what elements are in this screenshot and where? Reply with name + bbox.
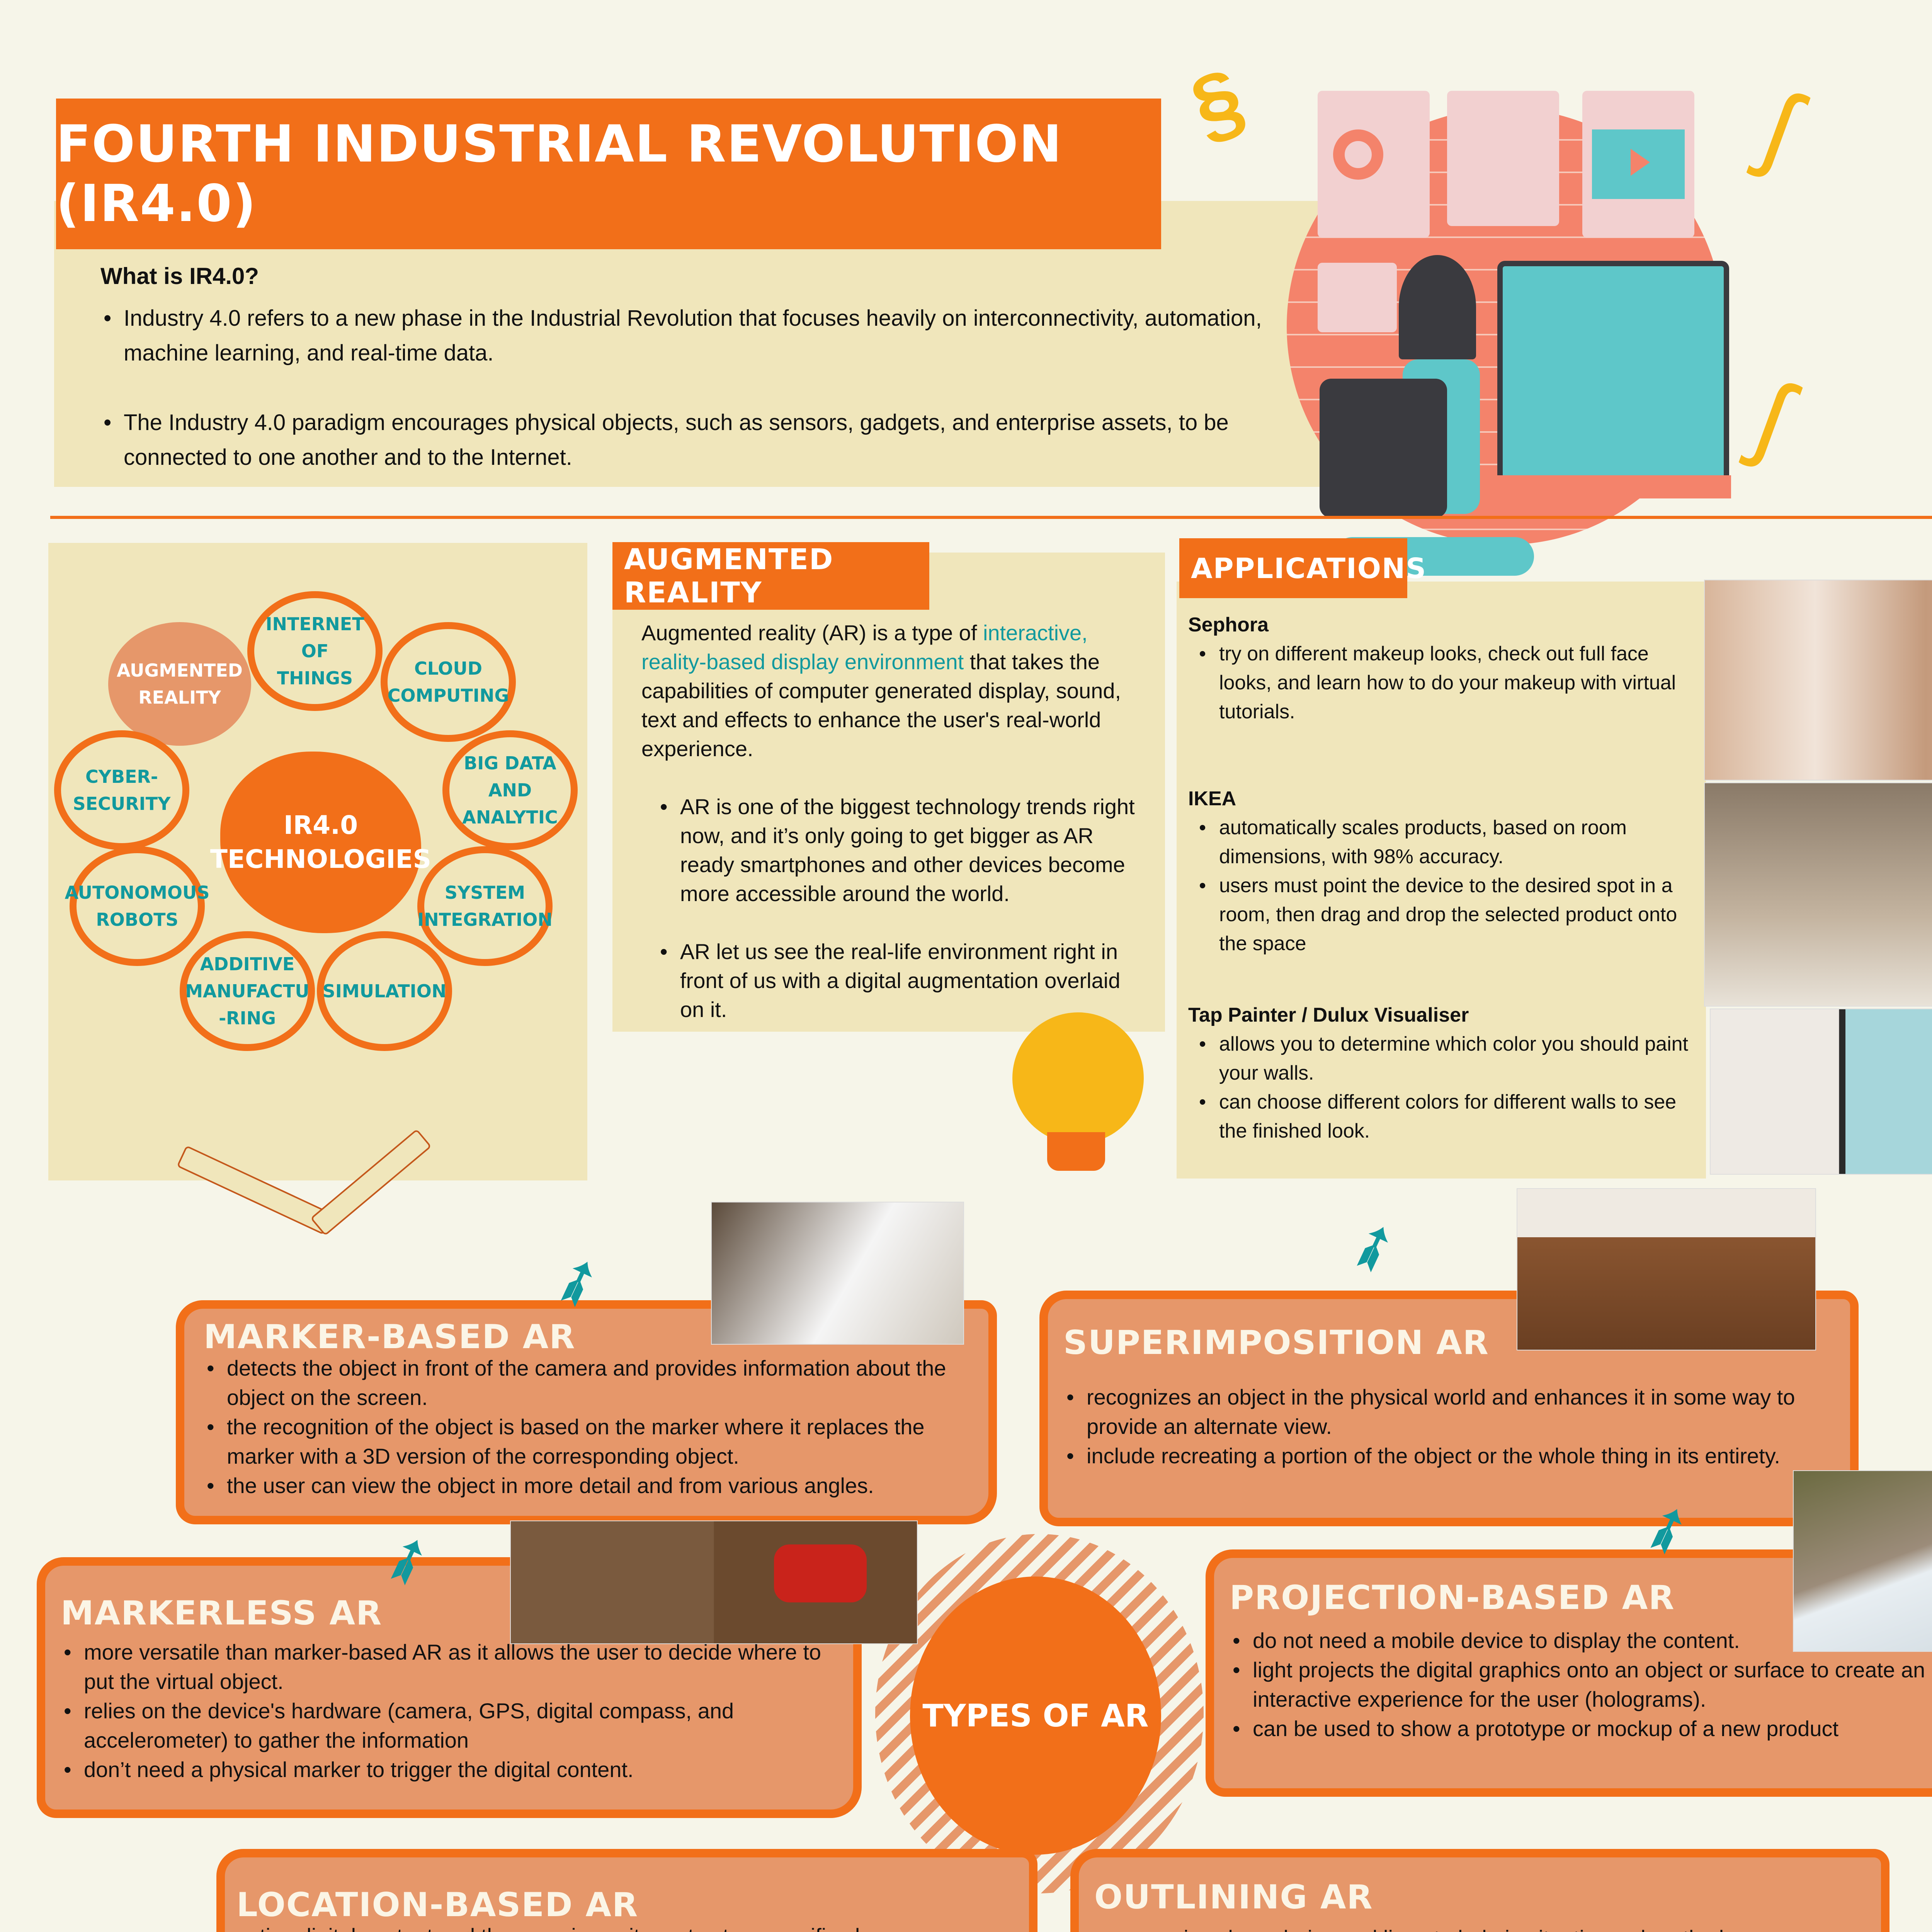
ar-description: Augmented reality (AR) is a type of inte… bbox=[641, 618, 1144, 1024]
tech-center: IR4.0 TECHNOLOGIES bbox=[210, 752, 431, 933]
ar-intro: Augmented reality (AR) is a type of inte… bbox=[641, 621, 1121, 761]
tech-additive-manufacturing: ADDITIVE MANUFACTU -RING bbox=[180, 931, 315, 1051]
ar-bullet: AR let us see the real-life environment … bbox=[657, 937, 1144, 1024]
chart-window-icon bbox=[1318, 263, 1397, 332]
projection-photo bbox=[1793, 1470, 1932, 1652]
card-title: MARKERLESS AR bbox=[61, 1594, 383, 1633]
gear-window-icon bbox=[1318, 91, 1430, 238]
applications-title: APPLICATIONS bbox=[1179, 538, 1426, 598]
intro-bullet: The Industry 4.0 paradigm encourages phy… bbox=[100, 405, 1298, 475]
card-outlining: OUTLINING AR recognizes boundaries and l… bbox=[1070, 1849, 1889, 1932]
dulux-photo bbox=[1710, 1009, 1932, 1175]
superimposition-photo bbox=[1517, 1188, 1816, 1350]
monitor-icon bbox=[1497, 261, 1729, 489]
tech-simulation: SIMULATION bbox=[317, 931, 452, 1051]
developer-illustration bbox=[1275, 58, 1777, 576]
ar-title: AUGMENTED REALITY bbox=[612, 542, 929, 610]
card-markerless: MARKERLESS AR more versatile than marker… bbox=[37, 1557, 862, 1818]
person-hair bbox=[1399, 255, 1476, 359]
sephora-screenshot bbox=[1704, 580, 1932, 781]
card-title: OUTLINING AR bbox=[1094, 1878, 1373, 1917]
card-location: LOCATION-BASED AR ties digital content a… bbox=[216, 1849, 1037, 1932]
types-center: TYPES OF AR bbox=[910, 1577, 1161, 1855]
card-marker-based: MARKER-BASED AR detects the object in fr… bbox=[176, 1300, 997, 1524]
app-ikea: IKEA automatically scales products, base… bbox=[1188, 784, 1702, 1001]
applications-list: Sephora try on different makeup looks, c… bbox=[1188, 611, 1702, 1146]
card-title: SUPERIMPOSITION AR bbox=[1063, 1323, 1489, 1362]
tech-cloud-computing: CLOUD COMPUTING bbox=[381, 622, 516, 742]
curly-arrow-icon: ➶ bbox=[1339, 1207, 1407, 1285]
squiggle-decoration: § bbox=[1179, 50, 1256, 156]
card-title: LOCATION-BASED AR bbox=[236, 1886, 639, 1924]
tech-cybersecurity: CYBER- SECURITY bbox=[54, 730, 189, 850]
ar-highlight: interactive, reality-based display envir… bbox=[641, 621, 1088, 674]
divider bbox=[50, 516, 1932, 519]
code-window-icon bbox=[1447, 91, 1559, 226]
tech-big-data: BIG DATA AND ANALYTIC bbox=[442, 730, 578, 850]
intro-bullet: Industry 4.0 refers to a new phase in th… bbox=[100, 301, 1298, 371]
lightbulb-icon bbox=[1005, 1012, 1151, 1175]
intro-question: What is IR4.0? bbox=[100, 263, 259, 289]
app-sephora: Sephora try on different makeup looks, c… bbox=[1188, 611, 1702, 784]
card-title: PROJECTION-BASED AR bbox=[1230, 1578, 1675, 1617]
video-window-icon bbox=[1582, 91, 1694, 238]
card-title: MARKER-BASED AR bbox=[204, 1318, 576, 1356]
markerless-photo bbox=[510, 1520, 918, 1644]
ikea-photo bbox=[1704, 782, 1932, 1007]
app-dulux: Tap Painter / Dulux Visualiser allows yo… bbox=[1188, 1001, 1702, 1146]
marker-based-photo bbox=[711, 1202, 964, 1345]
tech-internet-of-things: INTERNET OF THINGS bbox=[247, 591, 383, 711]
chair bbox=[1320, 379, 1447, 518]
tech-system-integration: SYSTEM INTEGRATION bbox=[417, 846, 553, 966]
intro-text: What is IR4.0? Industry 4.0 refers to a … bbox=[100, 263, 1298, 475]
ar-bullet: AR is one of the biggest technology tren… bbox=[657, 792, 1144, 908]
tech-autonomous-robots: AUTONOMOUS ROBOTS bbox=[65, 846, 210, 966]
page-title: FOURTH INDUSTRIAL REVOLUTION (IR4.0) bbox=[56, 99, 1161, 249]
tech-augmented-reality: AUGMENTED REALITY bbox=[108, 622, 251, 746]
